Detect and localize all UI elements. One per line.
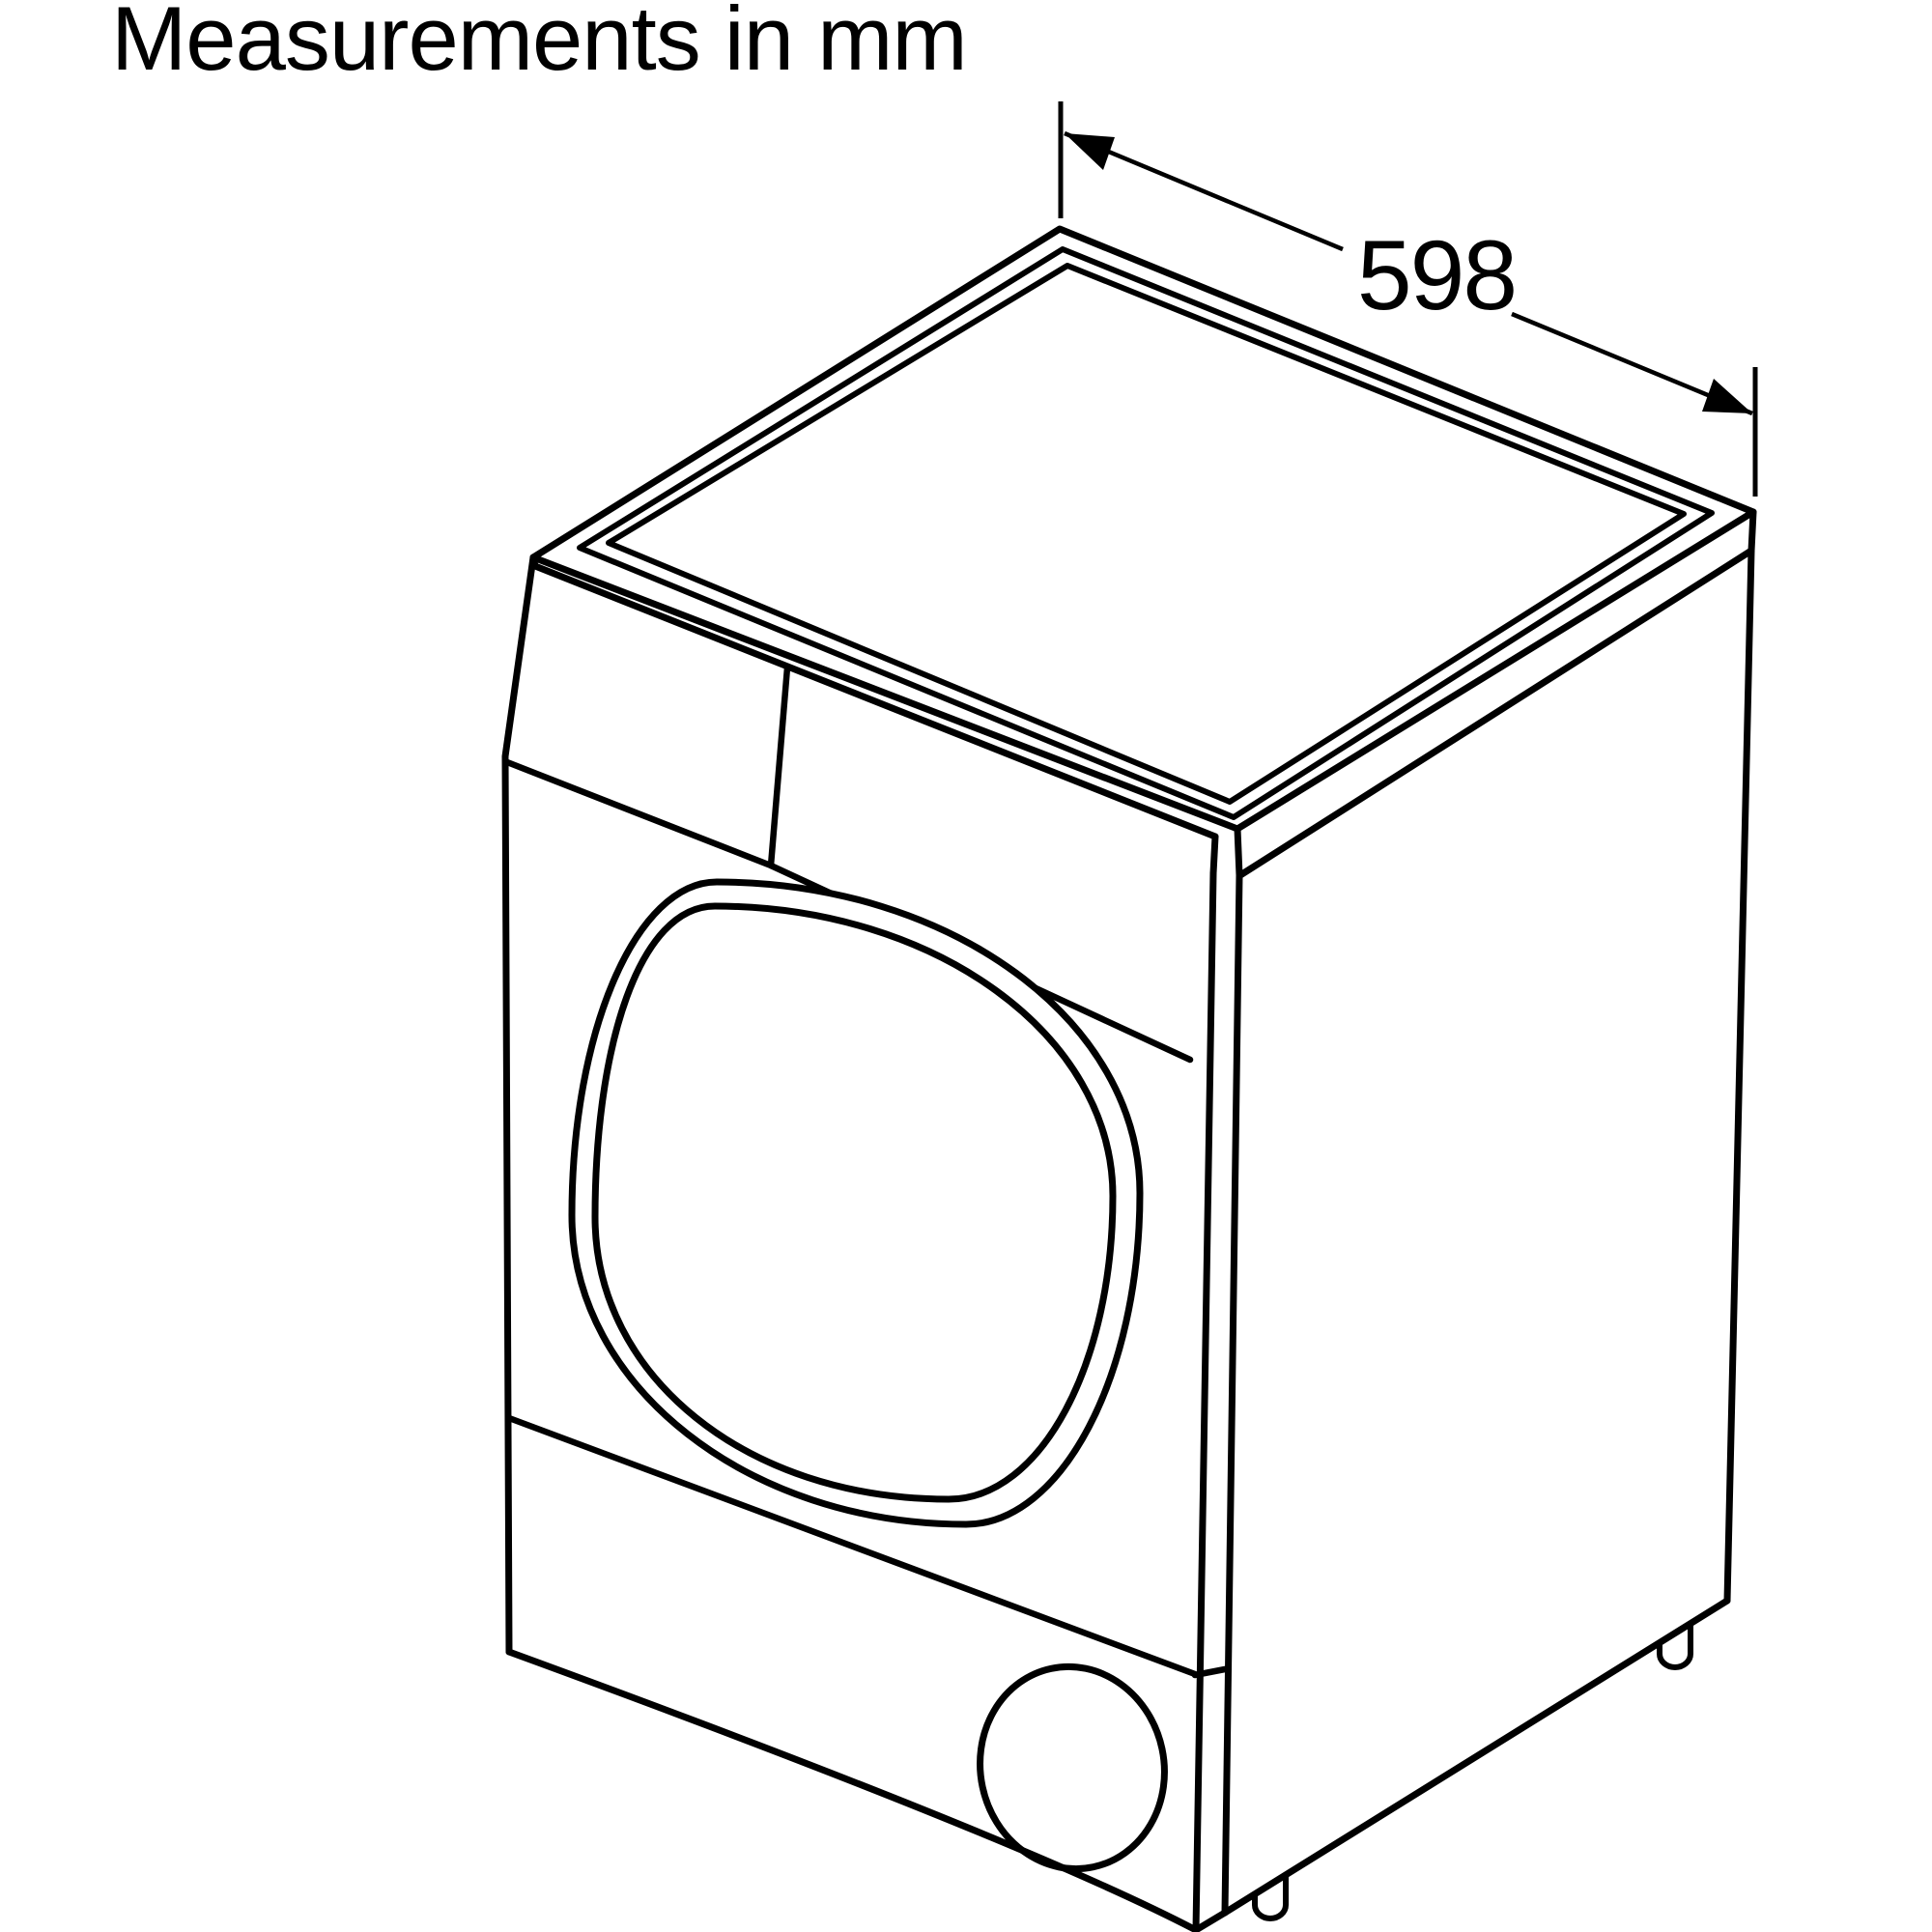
- door: [568, 878, 1144, 1528]
- slab-front-left-bottom-edge: [531, 562, 1219, 840]
- front-bottom-edge: [505, 1648, 1200, 1932]
- control-panel-divider: [767, 664, 791, 869]
- dimension-annotation: 598: [1058, 101, 1758, 497]
- dryer-drawing: [501, 225, 1757, 1932]
- side-bottom-edge: [1221, 1597, 1731, 1917]
- door-outer-ring: [568, 878, 1144, 1528]
- side-rear-edge: [1723, 547, 1755, 1605]
- base-divider-corner-tick: [1191, 1665, 1229, 1679]
- front-right-edge: [1192, 869, 1217, 1932]
- feet: [1252, 1621, 1693, 1921]
- slab-right-corner-edge: [1747, 508, 1757, 554]
- top-face-inner-border-1: [577, 246, 1715, 820]
- diagram-title: Measurements in mm: [111, 0, 967, 89]
- top-face-inner-border-2: [606, 263, 1687, 805]
- slab-front-corner-edge-a: [1209, 833, 1219, 877]
- door-inner-ring: [591, 902, 1117, 1503]
- base-section: [505, 1414, 1229, 1873]
- arrowhead-right-icon: [1702, 379, 1752, 413]
- front-left-edge: [501, 554, 537, 1656]
- slab-front-corner-edge-b: [1234, 825, 1243, 879]
- top-face-outline: [529, 225, 1757, 833]
- arrowhead-left-icon: [1065, 133, 1115, 170]
- front-foot: [1252, 1872, 1289, 1921]
- filter-door: [977, 1662, 1168, 1873]
- dryer-top-face: [529, 225, 1757, 833]
- slab-front-right-bottom-edge: [1236, 547, 1755, 879]
- corner-bottom-edge: [1192, 1909, 1229, 1932]
- base-divider-line: [505, 1414, 1199, 1678]
- control-panel-bottom-left: [503, 758, 775, 869]
- dimension-value-label: 598: [1357, 220, 1516, 330]
- rear-foot: [1657, 1621, 1693, 1670]
- side-front-edge: [1221, 871, 1243, 1917]
- dimension-line-left-segment: [1064, 130, 1344, 252]
- cabinet-outline: [501, 547, 1755, 1932]
